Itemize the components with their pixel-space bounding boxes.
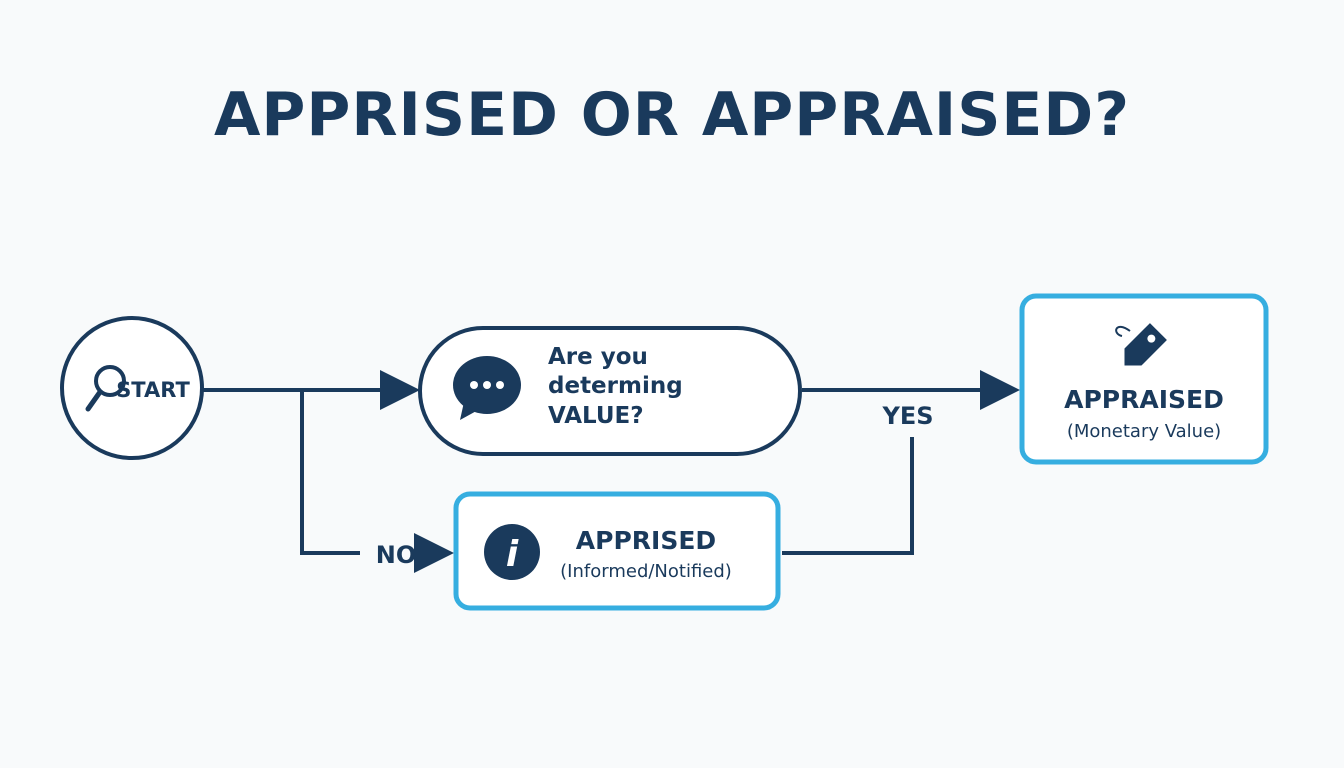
question-line-1: Are you xyxy=(548,344,648,370)
start-label: START xyxy=(116,378,190,402)
apprised-title: APPRISED xyxy=(576,526,716,555)
svg-text:i: i xyxy=(506,534,519,575)
appraised-subtitle: (Monetary Value) xyxy=(1067,421,1221,442)
question-line-2: determing xyxy=(548,373,683,399)
page-title: APPRISED OR APPRAISED? xyxy=(213,80,1131,150)
apprised-node: i APPRISED (Informed/Notified) xyxy=(453,491,781,611)
connector-start-to-no xyxy=(300,390,360,555)
connector-apprised-to-yes xyxy=(782,437,914,555)
yes-label: YES xyxy=(881,402,933,430)
appraised-node: APPRAISED (Monetary Value) xyxy=(1019,293,1269,465)
price-tag-icon xyxy=(1124,323,1167,366)
appraised-title: APPRAISED xyxy=(1064,385,1224,414)
no-label: NO xyxy=(376,541,417,569)
speech-bubble-icon xyxy=(453,356,521,420)
question-line-3: VALUE? xyxy=(548,403,644,429)
info-icon: i xyxy=(484,524,540,580)
start-node: START xyxy=(60,316,204,460)
magnifier-icon xyxy=(85,365,126,412)
apprised-subtitle: (Informed/Notified) xyxy=(560,561,732,582)
question-node: Are you determing VALUE? xyxy=(418,326,802,456)
